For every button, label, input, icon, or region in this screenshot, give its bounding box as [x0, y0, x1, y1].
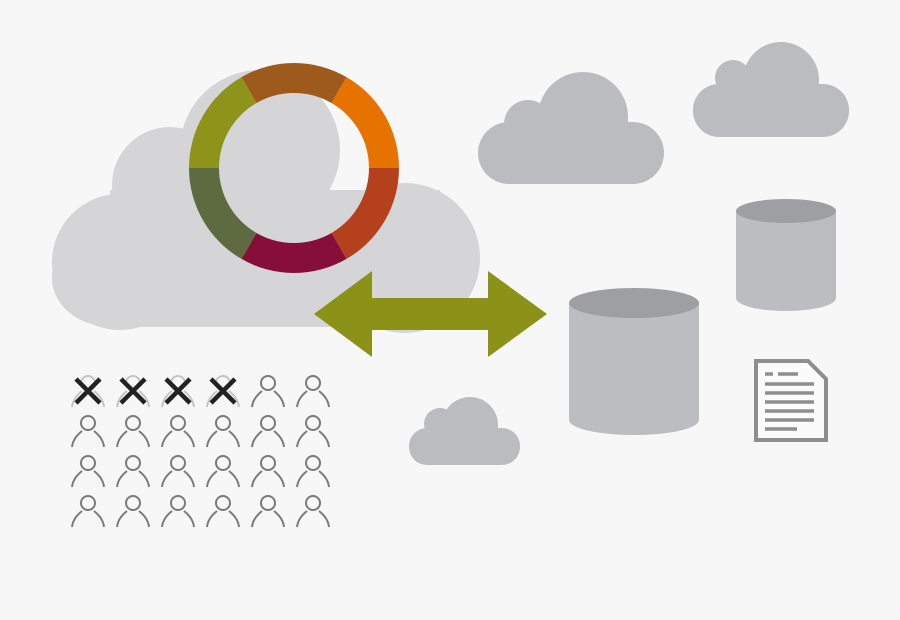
document-icon	[754, 359, 828, 442]
person-icon	[71, 455, 105, 488]
large-cloud	[52, 70, 480, 333]
ring-segment-top	[241, 62, 347, 104]
person-icon	[161, 495, 195, 528]
person-icon	[71, 415, 105, 448]
ring-segment-lower-right	[331, 168, 399, 259]
person-crossed-icon	[161, 375, 195, 408]
database-cylinder-small	[736, 199, 836, 311]
person-icon	[251, 495, 285, 528]
cross-icon	[74, 377, 102, 405]
person-crossed-icon	[71, 375, 105, 408]
ring-segment-upper-right	[331, 77, 399, 168]
ring-segment-upper-left	[189, 77, 257, 168]
cycle-ring	[189, 62, 399, 273]
cross-icon	[164, 377, 192, 405]
person-icon	[116, 455, 150, 488]
people-grid	[71, 375, 330, 528]
database-cylinder-large	[569, 288, 699, 435]
cloud-medium	[478, 72, 664, 184]
cloud-top-right	[693, 42, 849, 137]
person-icon	[251, 375, 285, 408]
person-icon	[116, 495, 150, 528]
bidirectional-arrow-icon	[314, 271, 547, 357]
person-icon	[206, 495, 240, 528]
person-icon	[161, 415, 195, 448]
cross-icon	[119, 377, 147, 405]
person-icon	[296, 455, 330, 488]
person-crossed-icon	[206, 375, 240, 408]
person-icon	[206, 415, 240, 448]
cross-icon	[209, 377, 237, 405]
person-icon	[161, 455, 195, 488]
person-icon	[206, 455, 240, 488]
person-icon	[251, 455, 285, 488]
cloud-small	[409, 397, 520, 465]
person-icon	[296, 495, 330, 528]
ring-segment-bottom	[241, 232, 347, 273]
person-icon	[251, 415, 285, 448]
person-icon	[71, 495, 105, 528]
ring-segment-lower-left	[189, 168, 257, 259]
person-icon	[116, 415, 150, 448]
person-icon	[296, 415, 330, 448]
person-icon	[296, 375, 330, 408]
person-crossed-icon	[116, 375, 150, 408]
